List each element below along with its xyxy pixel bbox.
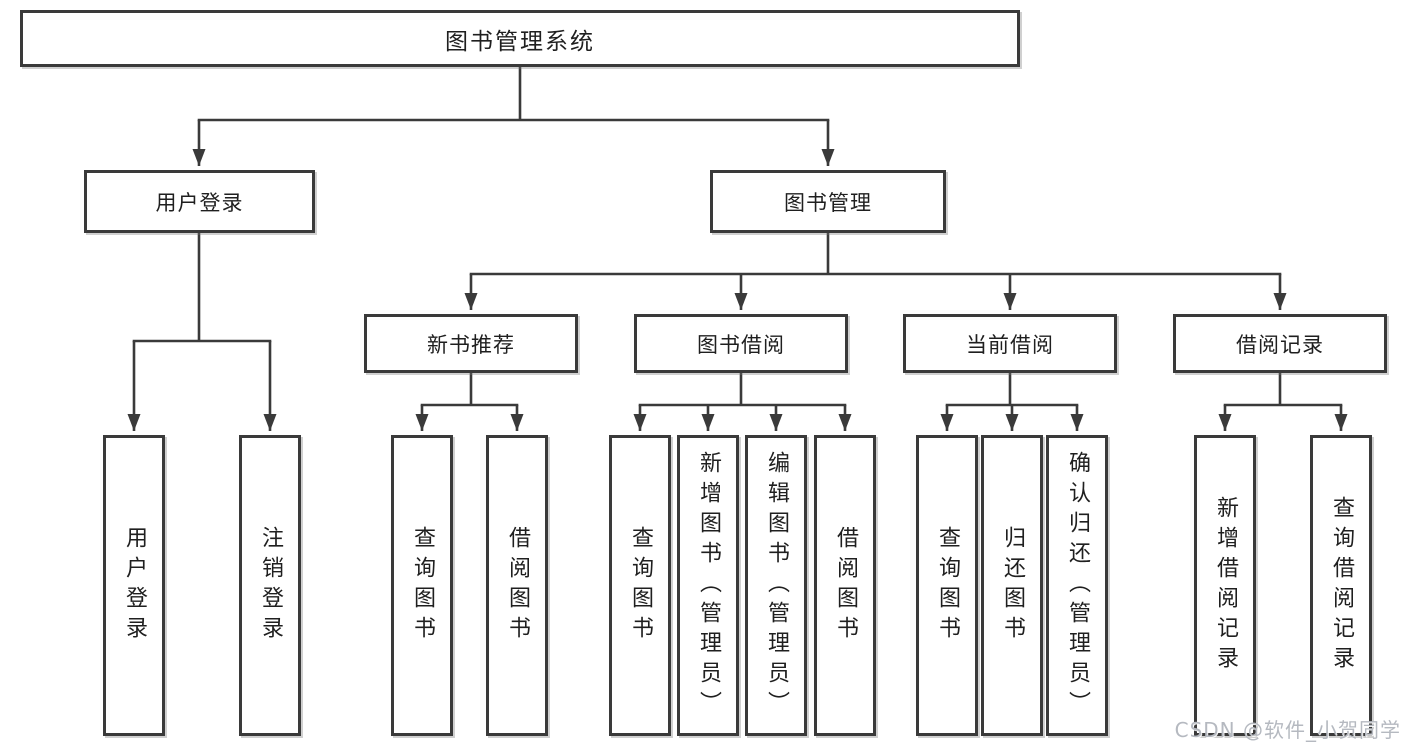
node-user-login-branch-label: 用户登录 (155, 190, 244, 215)
leaf-add-borrow-record-label: 新增借阅记录 (1213, 495, 1238, 676)
leaf-add-borrow-record: 新增借阅记录 (1194, 435, 1256, 736)
leaf-confirm-return-admin-label: 确认归还（管理员） (1065, 450, 1090, 721)
leaf-logout: 注销登录 (239, 435, 301, 736)
leaf-query-books-3: 查询图书 (916, 435, 978, 736)
leaf-query-books-3-label: 查询图书 (935, 525, 960, 646)
leaf-borrow-books-2-label: 借阅图书 (833, 525, 858, 646)
node-new-book-recommend-label: 新书推荐 (427, 332, 515, 357)
csdn-watermark: CSDN @软件_小贺同学 (1174, 718, 1401, 742)
leaf-query-books-2-label: 查询图书 (628, 525, 653, 646)
leaf-query-books-1: 查询图书 (391, 435, 453, 736)
node-current-borrowing: 当前借阅 (903, 314, 1117, 373)
leaf-add-book-admin: 新增图书（管理员） (677, 435, 739, 736)
leaf-query-books-2: 查询图书 (609, 435, 671, 736)
leaf-user-login-label: 用户登录 (122, 525, 147, 646)
node-book-borrowing-label: 图书借阅 (697, 332, 785, 357)
leaf-query-borrow-record-label: 查询借阅记录 (1329, 495, 1354, 676)
leaf-query-books-1-label: 查询图书 (410, 525, 435, 646)
leaf-user-login: 用户登录 (103, 435, 165, 736)
node-new-book-recommend: 新书推荐 (364, 314, 578, 373)
node-root-label: 图书管理系统 (445, 28, 595, 55)
connector-lines (127, 67, 1348, 431)
leaf-query-borrow-record: 查询借阅记录 (1310, 435, 1372, 736)
node-user-login-branch: 用户登录 (84, 170, 315, 233)
node-root: 图书管理系统 (20, 10, 1020, 67)
node-book-borrowing: 图书借阅 (634, 314, 848, 373)
node-current-borrowing-label: 当前借阅 (966, 332, 1054, 357)
node-book-management: 图书管理 (710, 170, 946, 233)
leaf-edit-book-admin-label: 编辑图书（管理员） (764, 450, 789, 721)
node-book-management-label: 图书管理 (784, 190, 872, 215)
leaf-borrow-books-1: 借阅图书 (486, 435, 548, 736)
node-borrowing-records: 借阅记录 (1173, 314, 1387, 373)
leaf-add-book-admin-label: 新增图书（管理员） (696, 450, 721, 721)
node-borrowing-records-label: 借阅记录 (1236, 332, 1324, 357)
leaf-borrow-books-2: 借阅图书 (814, 435, 876, 736)
leaf-confirm-return-admin: 确认归还（管理员） (1046, 435, 1108, 736)
leaf-borrow-books-1-label: 借阅图书 (505, 525, 530, 646)
leaf-logout-label: 注销登录 (258, 525, 283, 646)
leaf-edit-book-admin: 编辑图书（管理员） (745, 435, 807, 736)
leaf-return-books: 归还图书 (981, 435, 1043, 736)
leaf-return-books-label: 归还图书 (1000, 525, 1025, 646)
